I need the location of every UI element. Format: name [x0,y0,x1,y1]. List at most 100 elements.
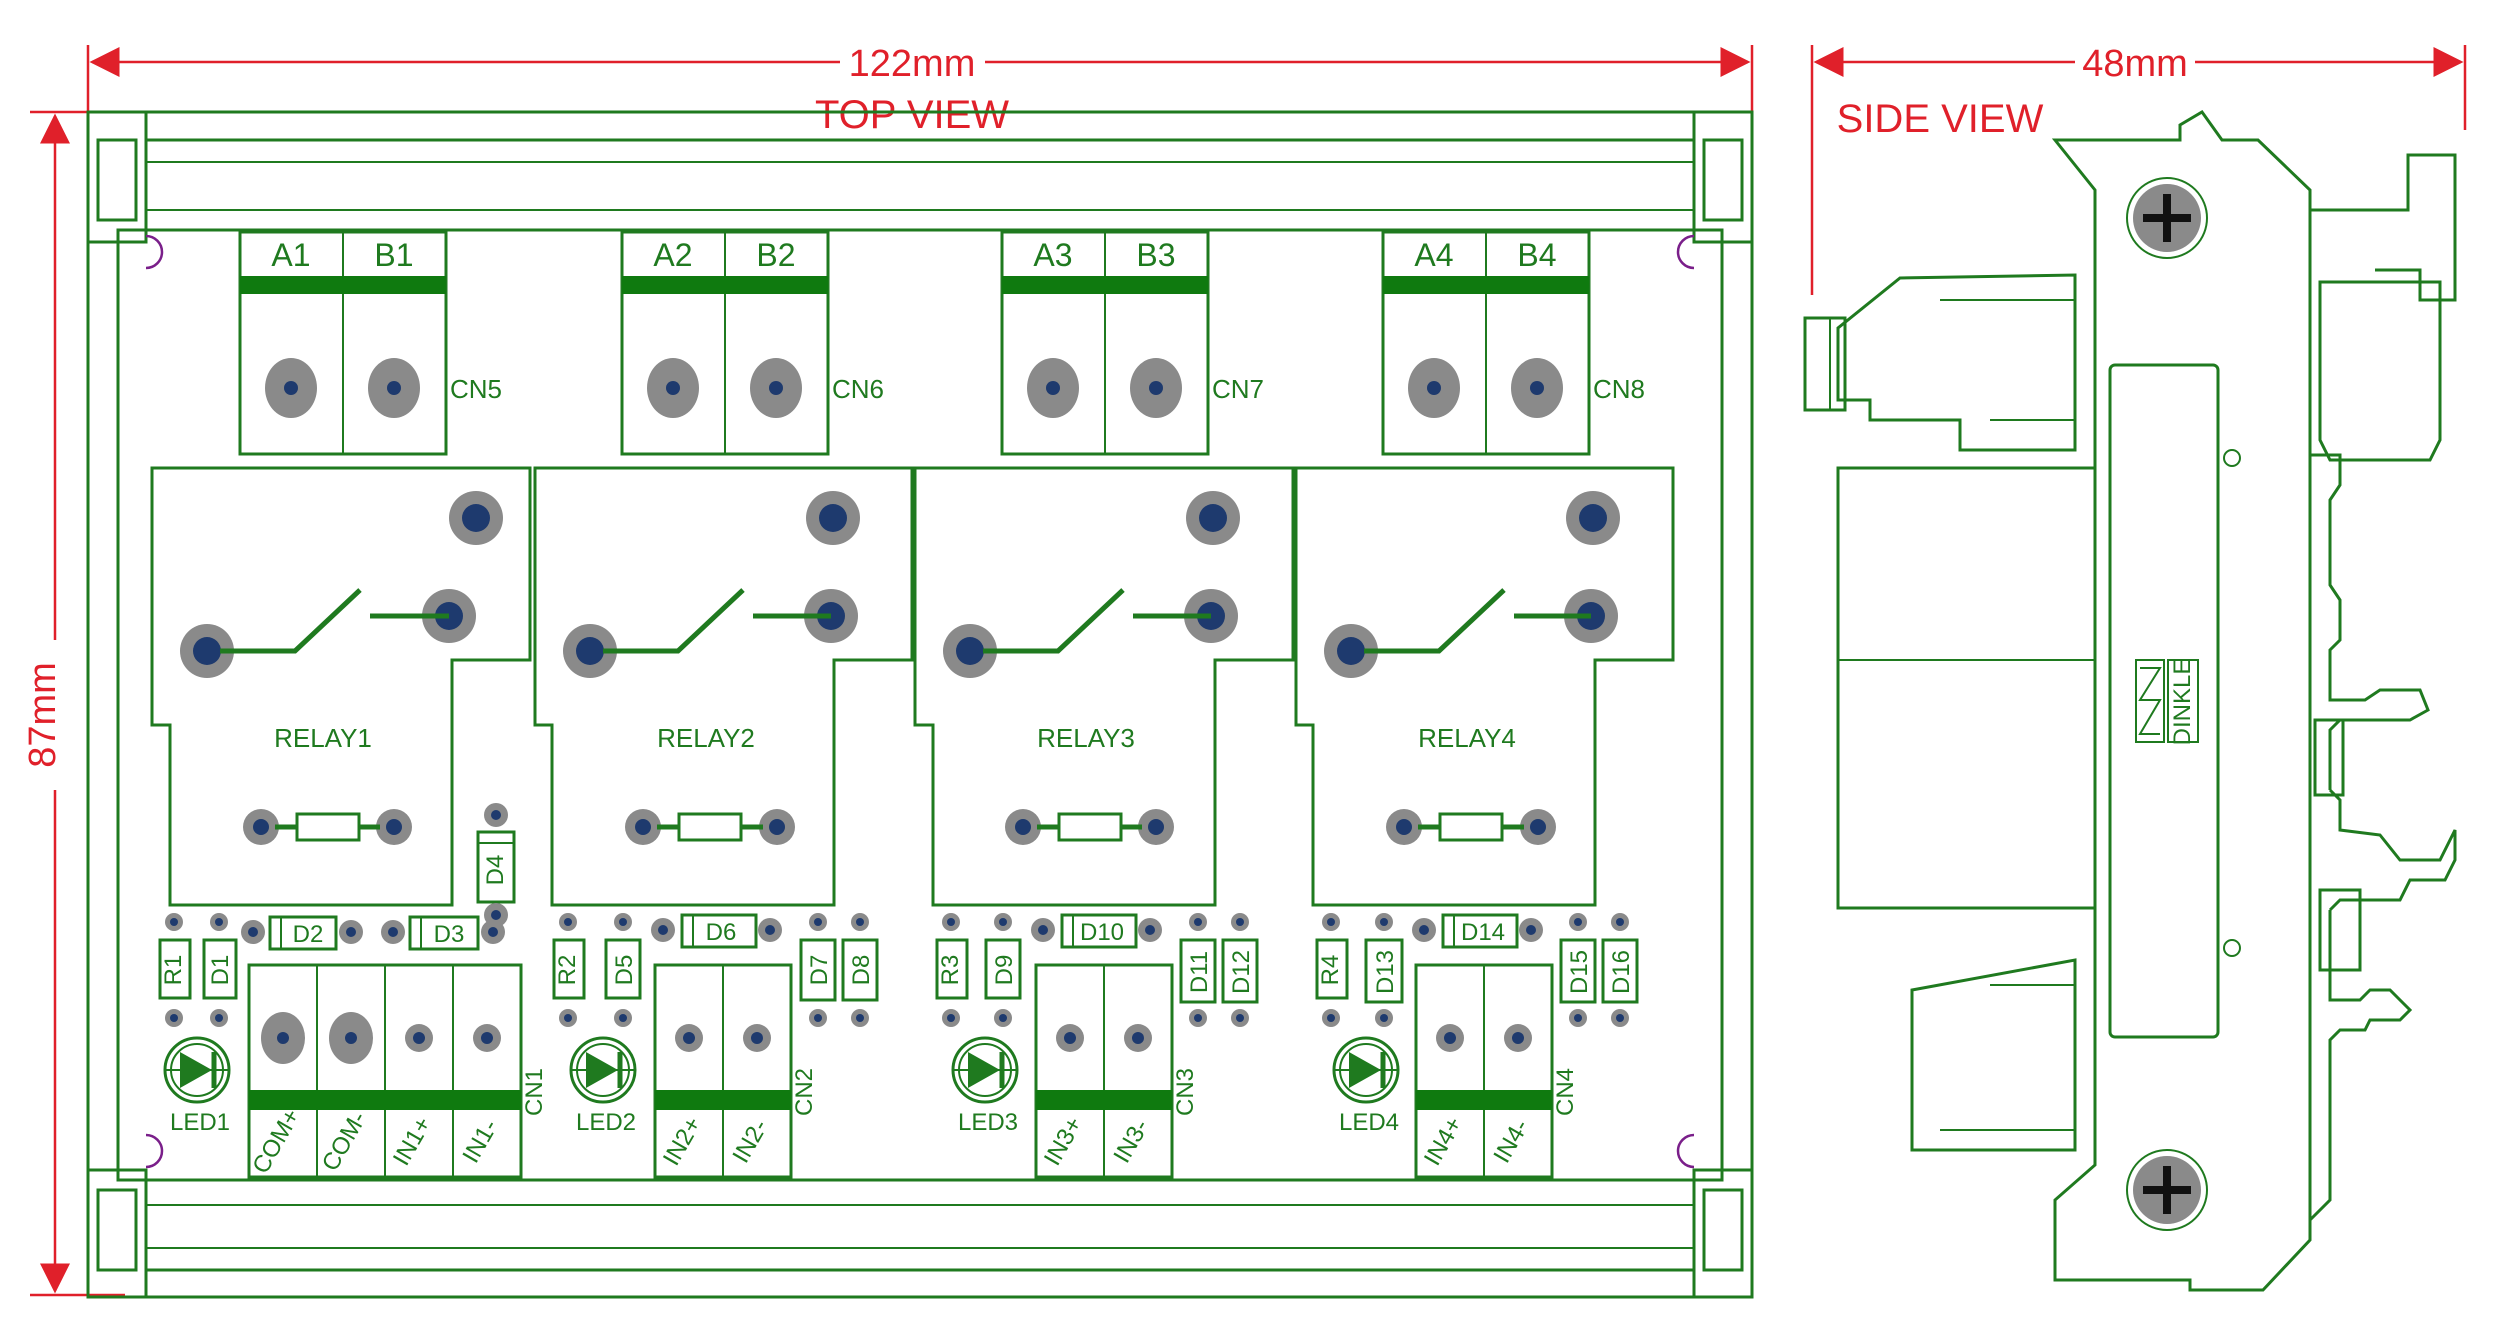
resistor-r1 [158,938,192,1000]
component-label: D16 [1608,950,1635,994]
led-label: LED1 [170,1109,230,1136]
component-label: D15 [1566,950,1593,994]
switch-contact-icon [603,588,745,654]
terminal-label: COM- [317,1107,372,1176]
diode-d3 [408,915,480,951]
side-view: DINKLE [1803,110,2457,1292]
mounting-hole-icon [145,1133,164,1169]
component-label: D7 [806,955,833,986]
channel-4-components: R4 D13 D14 D15 D16 LED4 [1315,913,1639,1136]
output-connector-cn6: A2 B2 CN6 [620,230,884,456]
terminal-label: IN2+ [658,1112,707,1170]
relay-1: RELAY1 [150,466,532,907]
relay-label: RELAY4 [1418,723,1516,753]
component-label: D1 [207,955,234,986]
relay-3: RELAY3 [913,466,1295,907]
switch-contact-icon [1364,588,1506,654]
screw-icon [2126,1149,2208,1231]
channel-3-components: R3 D9 D10 D11 D12 LED3 [935,913,1259,1136]
terminal-label: IN3- [1108,1115,1154,1168]
logo-text: DINKLE [2169,659,2196,746]
connector-label: CN7 [1212,374,1264,404]
channel-1-components: R1 D1 D2 D3 D4 LED1 [158,803,516,1136]
connector-label: CN3 [1172,1068,1199,1116]
dinkle-logo: DINKLE [2135,659,2199,746]
component-label: D12 [1228,950,1255,994]
side-view-title: SIDE VIEW [1837,97,2044,141]
side-width-label: 48mm [2082,43,2188,85]
relay-label: RELAY2 [657,723,755,753]
mounting-hole-icon [1676,1133,1695,1169]
led-label: LED2 [576,1109,636,1136]
relay-label: RELAY1 [274,723,372,753]
diode-d4 [476,830,516,904]
connector-label: CN8 [1593,374,1645,404]
component-label: D13 [1372,950,1399,994]
coil-resistor-icon [1438,812,1504,842]
height-label: 87mm [22,662,64,768]
enclosure-outline [86,110,1754,1299]
dimension-122mm: 122mm [86,43,1754,120]
relay-4: RELAY4 [1294,466,1675,907]
connector-label: CN4 [1552,1068,1579,1116]
relay-label: RELAY3 [1037,723,1135,753]
input-connector-cn2: IN2+ IN2- CN2 [653,963,818,1179]
terminal-label: IN1+ [388,1112,437,1170]
component-label: D4 [482,855,509,886]
component-label: D5 [611,955,638,986]
component-label: D3 [434,921,465,948]
coil-resistor-icon [677,812,743,842]
terminal-label: A2 [653,237,692,273]
component-label: D11 [1186,951,1213,993]
component-label: D2 [293,921,324,948]
mounting-hole-icon [145,234,164,270]
terminal-label: B1 [374,237,413,273]
screw-icon [2126,177,2208,259]
connector-label: CN6 [832,374,884,404]
output-connector-cn5: A1 B1 CN5 [238,230,502,456]
terminal-label: A3 [1033,237,1072,273]
connector-label: CN1 [521,1068,548,1116]
terminal-label: IN1- [457,1115,503,1168]
dimension-48mm: 48mm [1810,43,2467,295]
led-label: LED3 [958,1109,1018,1136]
input-connector-cn1: COM+ COM- IN1+ IN1- CN1 [247,963,548,1179]
connector-plug-side [1803,316,1847,412]
component-label: R1 [160,955,187,986]
channel-2-components: R2 D5 D6 D7 D8 LED2 [552,913,879,1136]
mounting-hole-icon [1676,234,1695,270]
dimension-87mm: 87mm [22,110,125,1297]
terminal-label: B2 [756,237,795,273]
component-label: D9 [991,955,1018,986]
component-label: R3 [937,955,964,986]
input-connector-cn4: IN4+ IN4- CN4 [1414,963,1579,1179]
component-label: D8 [848,955,875,986]
diode-d1 [202,938,238,1000]
top-view-title: TOP VIEW [815,93,1009,137]
component-label: D6 [706,919,737,946]
output-connector-cn8: A4 B4 CN8 [1381,230,1645,456]
terminal-label: A4 [1414,237,1453,273]
component-label: R4 [1317,955,1344,986]
terminal-label: IN4+ [1419,1112,1468,1170]
terminal-label: B3 [1136,237,1175,273]
led-label: LED4 [1339,1109,1399,1136]
terminal-label: A1 [271,237,310,273]
terminal-label: COM+ [247,1104,305,1178]
coil-resistor-icon [1057,812,1123,842]
diode-d2 [268,915,338,951]
top-view-enclosure [86,110,1754,1299]
input-connector-cn3: IN3+ IN3- CN3 [1034,963,1199,1179]
housing-outline [2051,110,2312,1292]
connector-label: CN2 [791,1068,818,1116]
switch-contact-icon [983,588,1125,654]
terminal-label: IN2- [727,1115,773,1168]
component-label: D10 [1080,919,1124,946]
terminal-label: IN4- [1488,1115,1534,1168]
output-connector-cn7: A3 B3 CN7 [1000,230,1264,456]
component-label: D14 [1461,919,1505,946]
switch-contact-icon [220,588,362,654]
component-label: R2 [554,955,581,986]
relay-2: RELAY2 [533,466,914,907]
